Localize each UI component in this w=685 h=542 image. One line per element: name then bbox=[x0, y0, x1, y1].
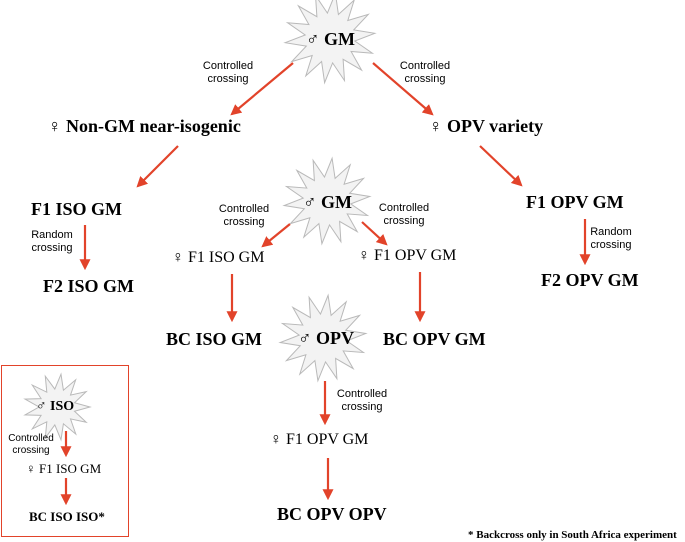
edge-label-line: crossing bbox=[590, 239, 632, 251]
arrow-gm-to-female-f1-iso bbox=[261, 223, 291, 248]
arrow-gm-to-non-gm bbox=[230, 62, 294, 116]
edge-label-line: Controlled bbox=[378, 202, 430, 214]
arrow-non-gm-to-f1-iso bbox=[136, 145, 179, 188]
burst-label-top-gm: ♂ GM bbox=[306, 29, 355, 49]
burst-shape-mid-gm bbox=[282, 156, 372, 246]
edge-label-random-right: Random crossing bbox=[586, 226, 636, 252]
edge-label-line: Controlled bbox=[8, 433, 54, 444]
legend-node-female-f1-iso-gm: ♀ F1 ISO GM bbox=[26, 461, 102, 476]
edge-label-controlled-right: Controlled crossing bbox=[395, 60, 455, 86]
node-bc-opv-gm: BC OPV GM bbox=[383, 329, 486, 349]
node-f2-opv-gm: F2 OPV GM bbox=[541, 270, 639, 290]
footnote: * Backcross only in South Africa experim… bbox=[468, 529, 677, 541]
arrow-gm-to-female-f1-opv bbox=[361, 221, 388, 246]
edge-label-line: Controlled bbox=[399, 60, 451, 72]
edge-label-controlled-opv: Controlled crossing bbox=[332, 388, 392, 414]
edge-label-line: Random bbox=[31, 229, 73, 241]
legend-frame bbox=[1, 365, 129, 537]
edge-label-line: crossing bbox=[12, 445, 50, 456]
edge-label-controlled-mid-right: Controlled crossing bbox=[374, 202, 434, 228]
edge-label-controlled-legend: Controlled crossing bbox=[3, 433, 59, 457]
node-f1-opv-gm: F1 OPV GM bbox=[526, 192, 624, 212]
edge-label-line: Controlled bbox=[202, 60, 254, 72]
node-f2-iso-gm: F2 ISO GM bbox=[43, 276, 135, 296]
edge-label-line: Controlled bbox=[336, 388, 388, 400]
node-f1-iso-gm: F1 ISO GM bbox=[31, 199, 123, 219]
burst-label-mid-gm: ♂ GM bbox=[303, 192, 352, 212]
edge-label-line: crossing bbox=[341, 401, 383, 413]
edge-label-line: crossing bbox=[207, 73, 249, 85]
edge-label-line: Controlled bbox=[218, 203, 270, 215]
edge-label-line: Random bbox=[590, 226, 632, 238]
edge-label-controlled-mid-left: Controlled crossing bbox=[214, 203, 274, 229]
edge-label-line: crossing bbox=[223, 216, 265, 228]
edge-label-line: crossing bbox=[31, 242, 73, 254]
node-bc-iso-gm: BC ISO GM bbox=[166, 329, 263, 349]
arrow-gm-to-opv bbox=[372, 62, 434, 116]
node-female-f1-opv-gm-2: ♀ F1 OPV GM bbox=[270, 431, 369, 448]
node-bc-opv-opv: BC OPV OPV bbox=[277, 504, 387, 524]
burst-shape-top-gm bbox=[283, 0, 377, 85]
burst-shape-mid-opv bbox=[278, 293, 368, 383]
node-female-f1-iso-gm: ♀ F1 ISO GM bbox=[172, 249, 265, 266]
node-female-f1-opv-gm: ♀ F1 OPV GM bbox=[358, 247, 457, 264]
edge-label-controlled-left: Controlled crossing bbox=[198, 60, 258, 86]
node-opv-variety: ♀ OPV variety bbox=[429, 116, 544, 136]
node-non-gm-near-isogenic: ♀ Non-GM near-isogenic bbox=[48, 116, 241, 136]
legend-node-bc-iso-iso: BC ISO ISO* bbox=[29, 509, 105, 524]
burst-shape-legend-iso bbox=[23, 372, 92, 442]
burst-label-legend-iso: ♂ ISO bbox=[36, 399, 75, 414]
burst-label-mid-opv: ♂ OPV bbox=[298, 328, 354, 348]
edge-label-random-left: Random crossing bbox=[27, 229, 77, 255]
edge-label-line: crossing bbox=[404, 73, 446, 85]
arrow-opv-to-f1-opv bbox=[479, 145, 523, 187]
edge-label-line: crossing bbox=[383, 215, 425, 227]
